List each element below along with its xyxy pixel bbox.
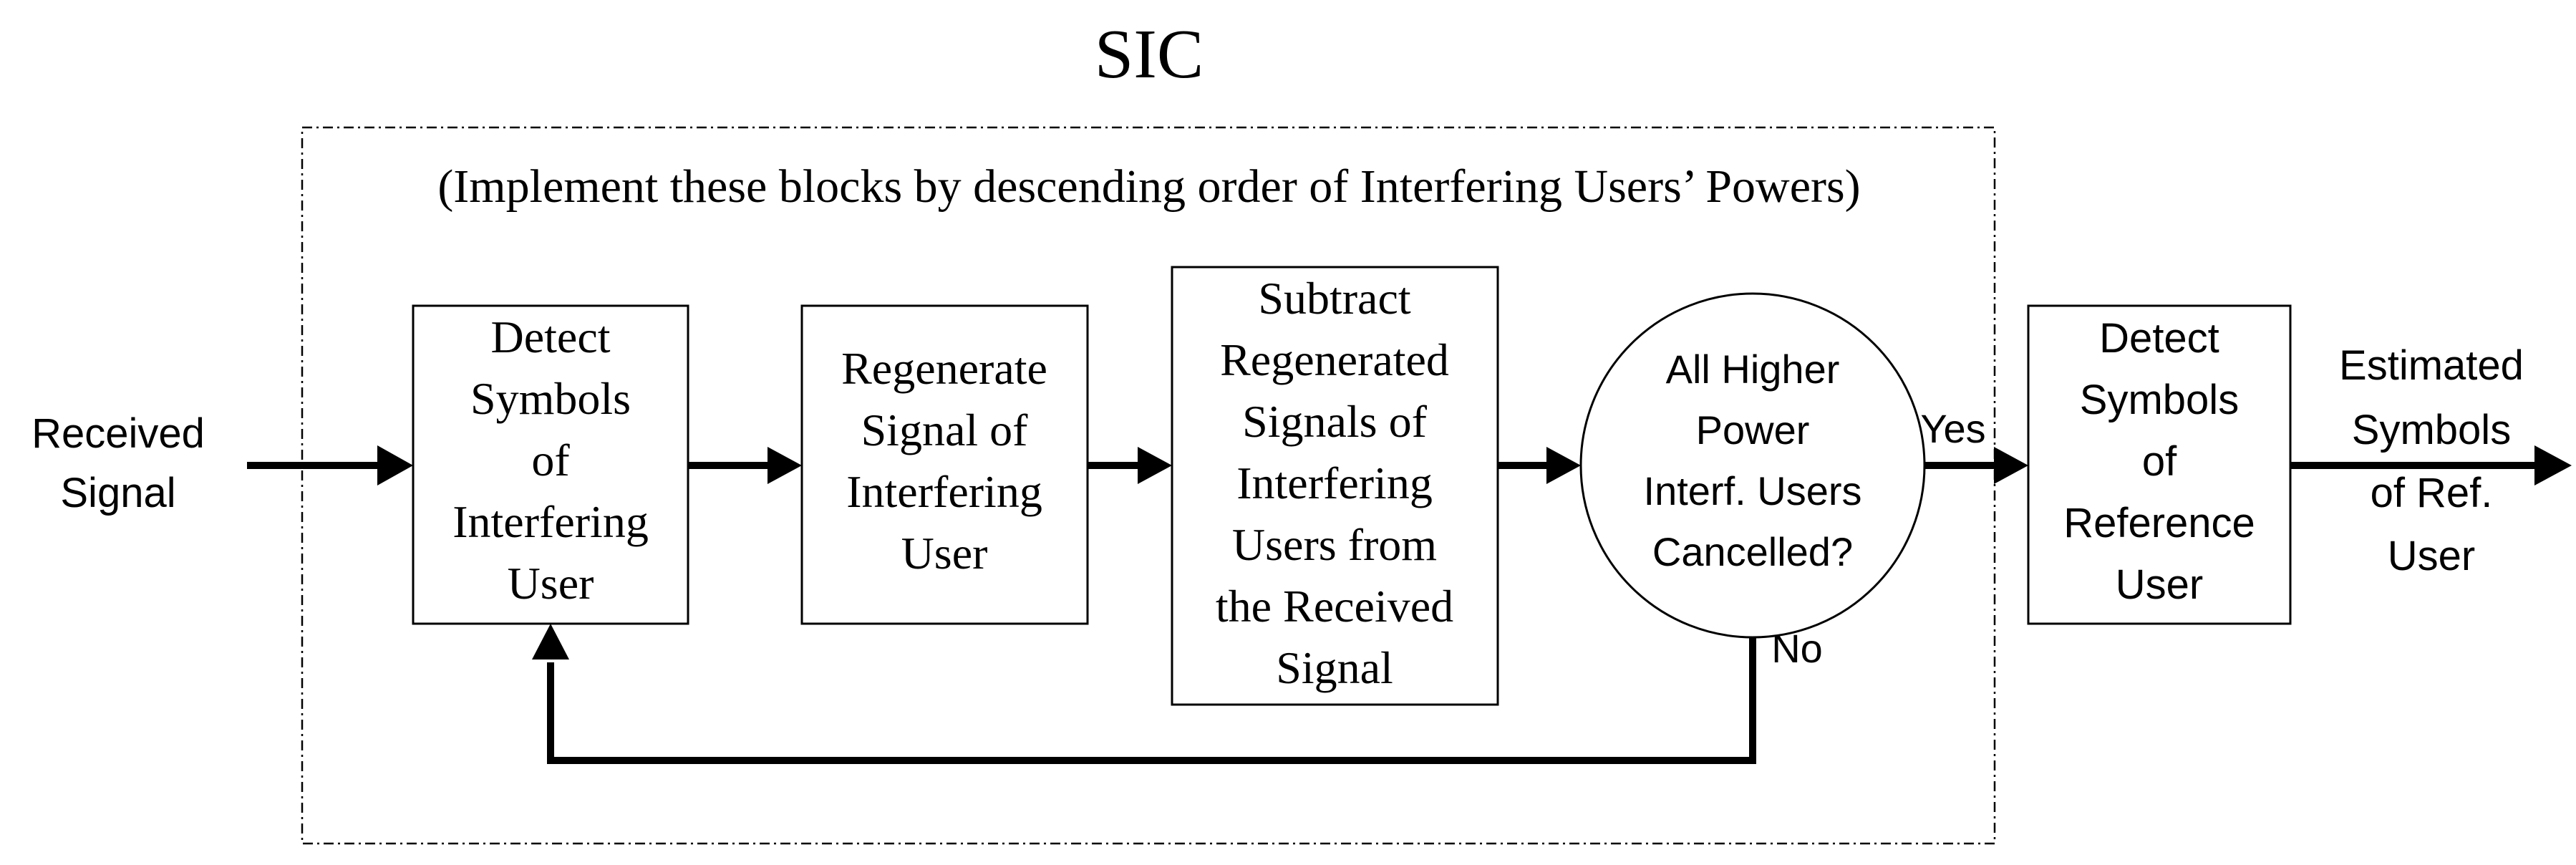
diagram-title: SIC (1095, 16, 1204, 93)
block-label: of (2142, 438, 2177, 485)
detect-reference-block: Detect Symbols of Reference User (2027, 304, 2292, 625)
detect-to-regenerate-arrow (688, 447, 802, 484)
block-label: Interfering (452, 496, 649, 547)
no-label: No (1771, 626, 1823, 671)
decision-label: Cancelled? (1652, 529, 1853, 574)
svg-text:Symbols: Symbols (2352, 407, 2511, 453)
output-label: Estimated Symbols of Ref. User (2339, 342, 2524, 579)
block-label: Subtract (1258, 273, 1411, 324)
svg-text:User: User (2388, 533, 2475, 579)
block-label: Detect (2099, 315, 2219, 362)
yes-label: Yes (1920, 406, 1985, 451)
block-label: Symbols (2080, 377, 2239, 423)
block-label: Regenerate (841, 343, 1047, 394)
block-label: the Received (1216, 581, 1453, 632)
block-label: Signal (1276, 642, 1393, 693)
block-label: Signal of (861, 405, 1029, 455)
block-label: Interfering (846, 466, 1042, 517)
svg-text:Received: Received (32, 410, 205, 457)
decision-label: All Higher (1666, 347, 1840, 392)
subtract-to-decision-arrow (1498, 447, 1581, 484)
block-label: User (2116, 561, 2203, 608)
order-note: (Implement these blocks by descending or… (437, 160, 1860, 213)
block-label: Interfering (1236, 458, 1433, 508)
decision-node: All Higher Power Interf. Users Cancelled… (1579, 292, 1926, 639)
block-label: Reference (2063, 500, 2255, 546)
decision-label: Interf. Users (1644, 468, 1862, 513)
sic-boundary (301, 126, 1996, 845)
block-label: of (531, 435, 570, 485)
input-label: Received Signal (32, 410, 205, 516)
svg-text:Signal: Signal (60, 470, 175, 516)
output-arrow (2290, 445, 2572, 485)
detect-interfering-block: Detect Symbols of Interfering User (412, 304, 689, 625)
block-label: User (508, 558, 594, 609)
yes-arrow (1924, 447, 2028, 484)
svg-text:of Ref.: of Ref. (2371, 470, 2493, 516)
subtract-block: Subtract Regenerated Signals of Interfer… (1171, 266, 1499, 706)
no-feedback-arrow (532, 624, 1756, 764)
regenerate-block: Regenerate Signal of Interfering User (800, 304, 1089, 625)
block-label: Symbols (470, 373, 631, 424)
decision-label: Power (1696, 407, 1810, 453)
block-label: Regenerated (1220, 334, 1449, 385)
block-label: Signals of (1242, 396, 1427, 447)
input-arrow (247, 445, 413, 485)
block-label: Users from (1232, 519, 1437, 570)
block-label: Detect (491, 311, 611, 362)
block-label: User (901, 528, 988, 579)
regenerate-to-subtract-arrow (1088, 447, 1172, 484)
svg-text:Estimated: Estimated (2339, 342, 2524, 389)
